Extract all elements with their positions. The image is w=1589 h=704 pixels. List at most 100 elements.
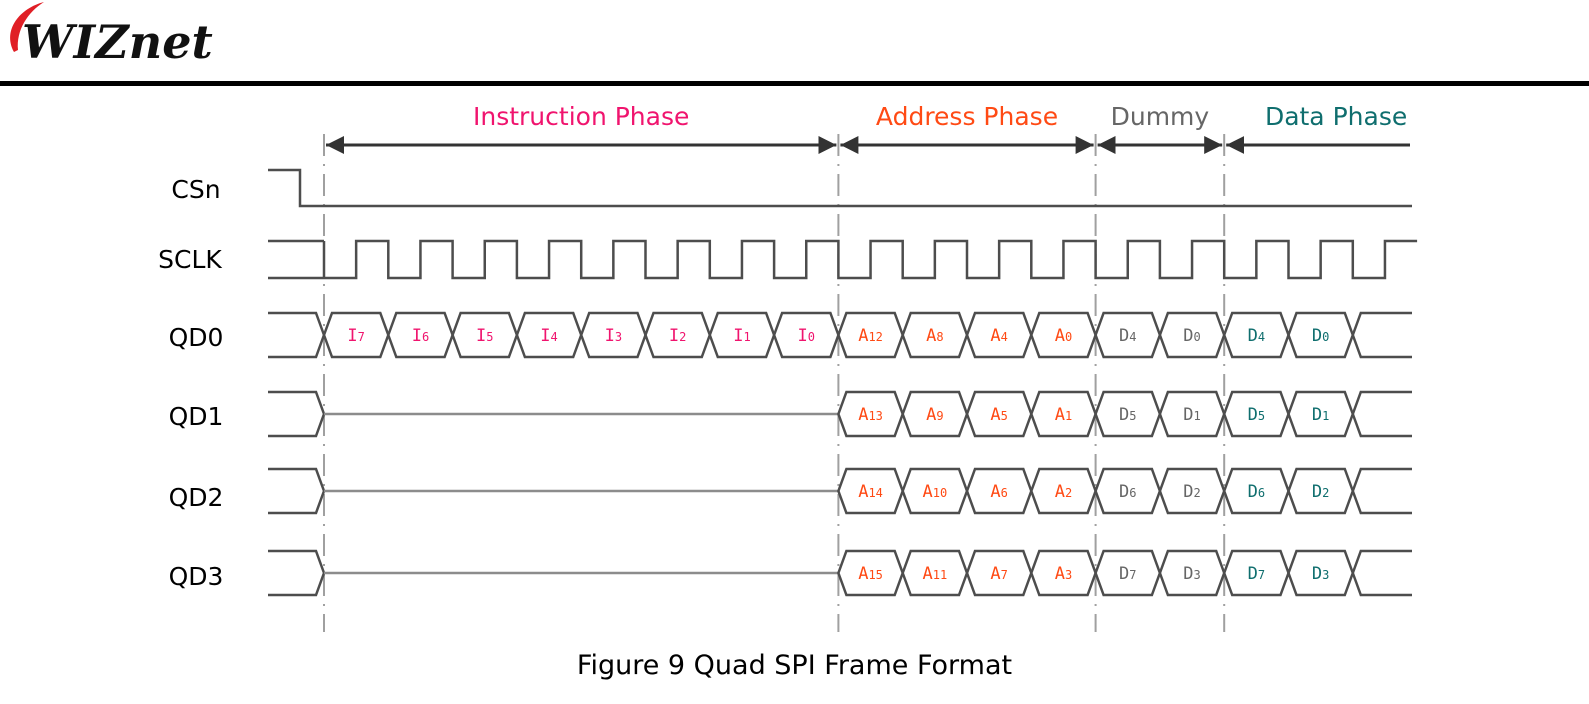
data-cell-label: D0 bbox=[1312, 326, 1329, 346]
data-cell-label: I1 bbox=[733, 326, 750, 346]
cell-letter: A bbox=[858, 405, 868, 425]
cell-qd1-address-2: A5 bbox=[965, 390, 1033, 438]
cell-letter: I bbox=[733, 326, 743, 346]
data-cell-label: I7 bbox=[347, 326, 364, 346]
lane-leadin bbox=[268, 390, 326, 438]
cell-index: 4 bbox=[1258, 330, 1265, 344]
logo-text: WIZnet bbox=[22, 15, 213, 69]
cell-index: 1 bbox=[743, 330, 750, 344]
cell-letter: A bbox=[1055, 405, 1065, 425]
cell-letter: A bbox=[858, 482, 868, 502]
lane-trail-top bbox=[1351, 311, 1412, 336]
cell-letter: A bbox=[990, 405, 1000, 425]
cell-letter: A bbox=[922, 564, 932, 584]
data-cell-label: A12 bbox=[858, 326, 883, 346]
cell-letter: D bbox=[1312, 564, 1322, 584]
cell-index: 2 bbox=[1194, 486, 1201, 500]
cell-letter: D bbox=[1248, 564, 1258, 584]
lane-trail-bottom bbox=[1351, 334, 1412, 359]
cell-letter: D bbox=[1312, 482, 1322, 502]
cell-index: 7 bbox=[1129, 568, 1136, 582]
cell-letter: D bbox=[1248, 405, 1258, 425]
wiznet-logo: WIZnet bbox=[10, 2, 213, 69]
cell-qd3-address-0: A15 bbox=[837, 549, 905, 597]
cell-qd2-address-2: A6 bbox=[965, 467, 1033, 515]
cell-letter: I bbox=[347, 326, 357, 346]
header-rule bbox=[0, 81, 1589, 86]
cell-letter: D bbox=[1183, 405, 1193, 425]
cell-index: 12 bbox=[868, 330, 882, 344]
data-cell-label: I5 bbox=[476, 326, 493, 346]
cell-letter: A bbox=[926, 405, 936, 425]
data-cell-label: I2 bbox=[669, 326, 686, 346]
cell-index: 2 bbox=[679, 330, 686, 344]
cell-index: 0 bbox=[1322, 330, 1329, 344]
data-cell-label: A4 bbox=[990, 326, 1007, 346]
cell-letter: A bbox=[858, 326, 868, 346]
data-cell-label: A11 bbox=[922, 564, 947, 584]
cell-qd0-instruction-3: I4 bbox=[515, 311, 583, 359]
data-cell-label: D2 bbox=[1183, 482, 1200, 502]
cell-index: 10 bbox=[933, 486, 947, 500]
data-cell-label: A15 bbox=[858, 564, 883, 584]
cell-letter: D bbox=[1119, 482, 1129, 502]
data-cell-label: D4 bbox=[1119, 326, 1136, 346]
data-cell-label: A9 bbox=[926, 405, 943, 425]
cell-letter: D bbox=[1119, 405, 1129, 425]
cell-index: 3 bbox=[615, 330, 622, 344]
cell-qd0-data-0: D4 bbox=[1222, 311, 1290, 359]
data-cell-label: A5 bbox=[990, 405, 1007, 425]
cell-index: 3 bbox=[1322, 568, 1329, 582]
sclk-waveform bbox=[268, 239, 1418, 280]
cell-qd1-data-1: D1 bbox=[1287, 390, 1355, 438]
cell-letter: I bbox=[798, 326, 808, 346]
cell-letter: D bbox=[1248, 482, 1258, 502]
lane-trail-top bbox=[1351, 549, 1412, 574]
signal-label-qd1: QD1 bbox=[169, 402, 224, 431]
cell-index: 2 bbox=[1322, 486, 1329, 500]
cell-qd0-instruction-5: I2 bbox=[644, 311, 712, 359]
data-cell-label: A0 bbox=[1055, 326, 1072, 346]
lane-trail-top bbox=[1351, 390, 1412, 415]
data-cell-label: A13 bbox=[858, 405, 883, 425]
cell-letter: A bbox=[926, 326, 936, 346]
data-cell-label: D2 bbox=[1312, 482, 1329, 502]
csn-waveform bbox=[268, 168, 1412, 208]
cell-qd1-address-1: A9 bbox=[901, 390, 969, 438]
cell-index: 5 bbox=[1258, 409, 1265, 423]
cell-qd1-address-0: A13 bbox=[837, 390, 905, 438]
cell-qd0-address-1: A8 bbox=[901, 311, 969, 359]
data-cell-label: I4 bbox=[540, 326, 557, 346]
cell-qd0-instruction-7: I0 bbox=[772, 311, 840, 359]
lane-trail-bottom bbox=[1351, 413, 1412, 438]
cell-qd2-dummy-0: D6 bbox=[1094, 467, 1162, 515]
figure-caption: Figure 9 Quad SPI Frame Format bbox=[576, 650, 1013, 681]
cell-index: 1 bbox=[1194, 409, 1201, 423]
data-cell-label: A3 bbox=[1055, 564, 1072, 584]
cell-index: 6 bbox=[1258, 486, 1265, 500]
data-cell-label: I6 bbox=[412, 326, 429, 346]
data-cell-label: A7 bbox=[990, 564, 1007, 584]
cell-letter: A bbox=[990, 326, 1000, 346]
phase-label-address: Address Phase bbox=[876, 102, 1058, 131]
data-cell-label: A8 bbox=[926, 326, 943, 346]
cell-letter: D bbox=[1312, 326, 1322, 346]
cell-qd2-data-0: D6 bbox=[1222, 467, 1290, 515]
cell-index: 6 bbox=[1129, 486, 1136, 500]
cell-letter: I bbox=[476, 326, 486, 346]
data-cell-label: D5 bbox=[1119, 405, 1136, 425]
lane-leadin-bottom bbox=[268, 334, 326, 359]
cell-qd2-address-1: A10 bbox=[901, 467, 969, 515]
cell-index: 1 bbox=[1322, 409, 1329, 423]
cell-index: 4 bbox=[1129, 330, 1136, 344]
cell-qd0-instruction-2: I5 bbox=[451, 311, 519, 359]
cell-letter: D bbox=[1119, 326, 1129, 346]
cell-letter: A bbox=[1055, 564, 1065, 584]
cell-index: 15 bbox=[868, 568, 882, 582]
phase-label-dummy: Dummy bbox=[1111, 102, 1210, 131]
signal-label-sclk: SCLK bbox=[158, 245, 222, 274]
cell-index: 4 bbox=[551, 330, 558, 344]
cell-index: 8 bbox=[936, 330, 943, 344]
cell-qd0-instruction-1: I6 bbox=[386, 311, 454, 359]
data-cell-label: A14 bbox=[858, 482, 883, 502]
